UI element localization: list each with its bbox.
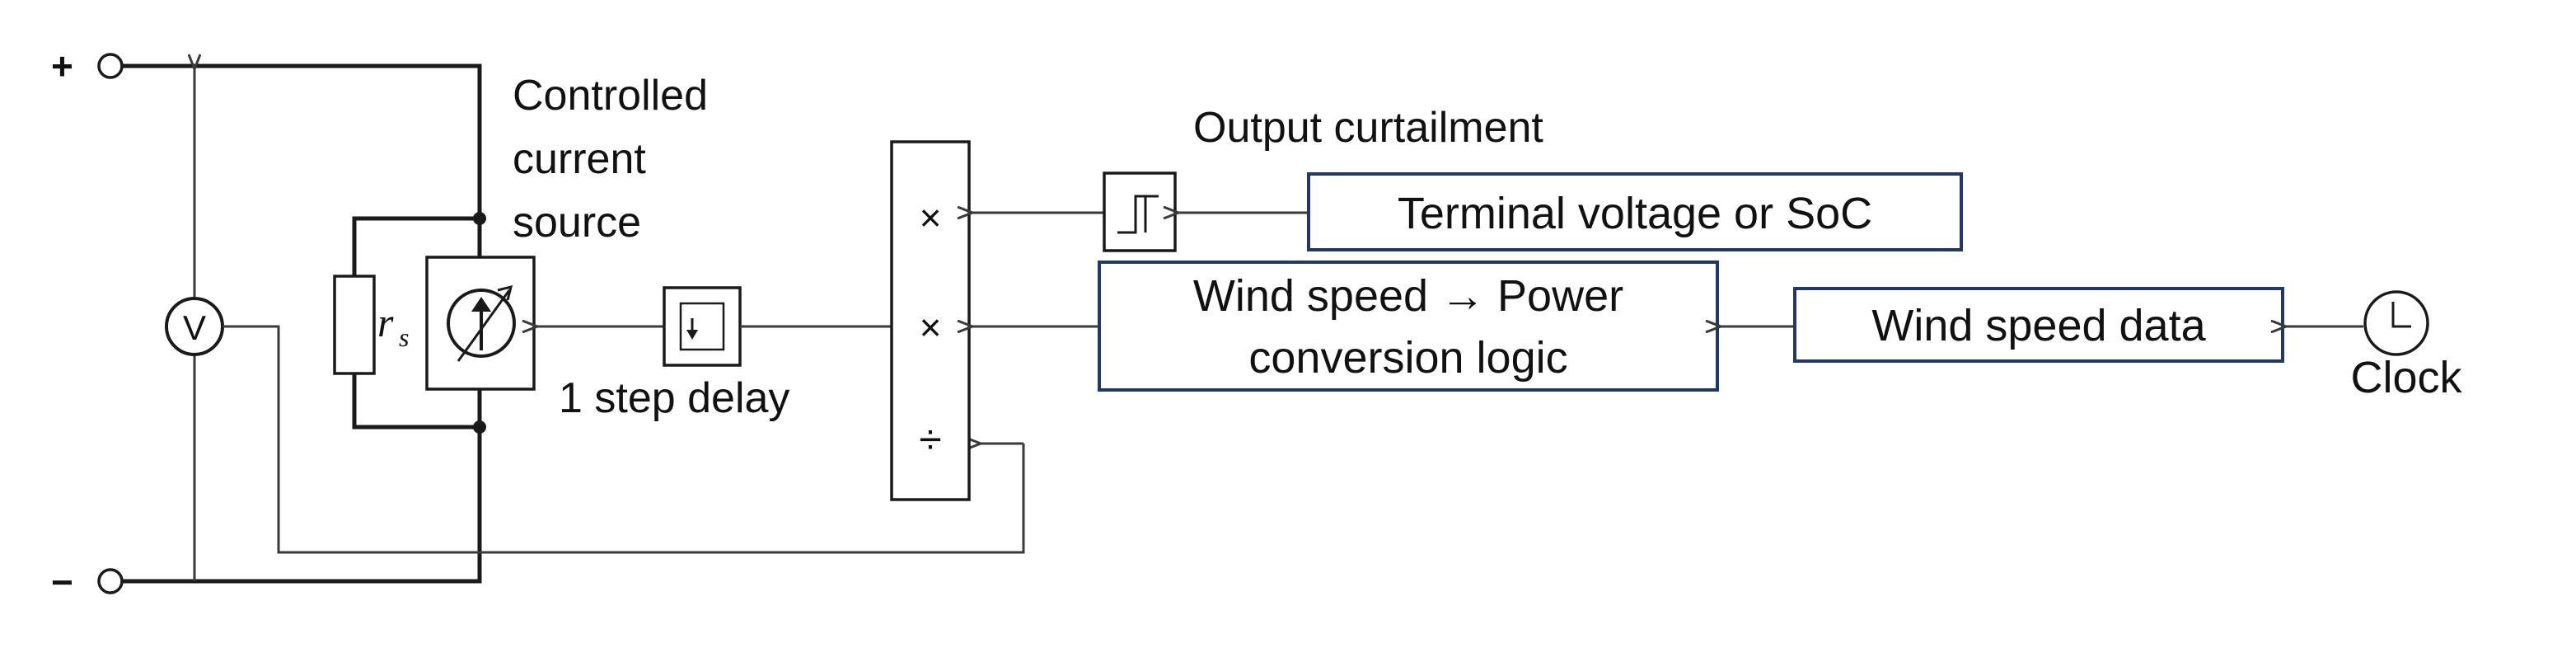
plus-terminal <box>97 53 124 79</box>
resistor-subscript: s <box>399 322 409 352</box>
resistor <box>333 275 376 375</box>
divide-operator: ÷ <box>919 416 941 463</box>
plus-terminal-label: + <box>51 45 73 87</box>
output-curtailment-label: Output curtailment <box>1193 104 1543 152</box>
variable-arrow <box>457 289 511 362</box>
delay-label: 1 step delay <box>559 374 789 422</box>
multiply-operator-2: × <box>920 306 942 349</box>
junction-dot <box>473 420 486 434</box>
terminal-voltage-box <box>1307 172 1963 251</box>
controlled-source-label-2: current <box>513 135 646 183</box>
junction-dot <box>473 212 486 225</box>
feedback-wire <box>222 325 1025 554</box>
product-divide-block <box>890 140 971 501</box>
voltmeter-label: V <box>183 308 206 347</box>
delay-icon <box>679 302 725 351</box>
clock-label: Clock <box>2350 353 2462 402</box>
wind-speed-data-box <box>1793 287 2284 363</box>
resistor-label: r <box>377 299 394 345</box>
clock-hands <box>2391 302 2411 328</box>
variable-arrowhead <box>497 284 513 301</box>
power-logic-label-2: conversion logic <box>1248 333 1567 383</box>
terminal-voltage-label: Terminal voltage or SoC <box>1398 189 1872 238</box>
clock-icon <box>2363 290 2429 356</box>
controlled-source-label-1: Controlled <box>513 72 708 120</box>
relay-block <box>1103 171 1177 252</box>
wind-speed-data-label: Wind speed data <box>1871 301 2206 350</box>
delay-icon-head <box>686 330 698 340</box>
current-arrowhead <box>471 297 491 312</box>
multiply-operator-1: × <box>920 196 942 239</box>
controlled-source-label-3: source <box>513 199 641 247</box>
minus-terminal <box>97 568 124 594</box>
relay-icon <box>1117 195 1159 234</box>
power-logic-label-1: Wind speed → Power <box>1193 271 1623 321</box>
minus-terminal-label: − <box>51 561 73 603</box>
